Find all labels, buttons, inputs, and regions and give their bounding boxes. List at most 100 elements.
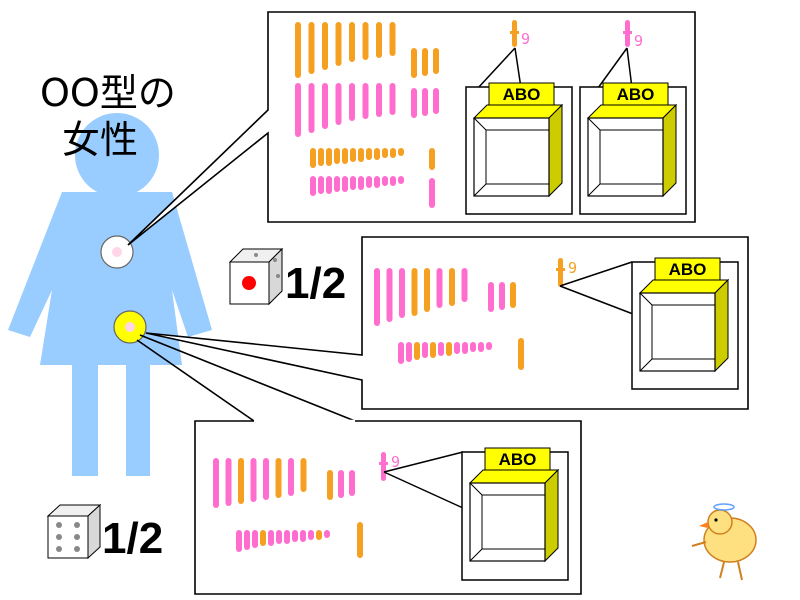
chromosome-bar — [284, 530, 290, 544]
chromosome-bar — [389, 22, 396, 56]
woman-head — [75, 113, 159, 197]
woman-figure — [8, 113, 212, 476]
chromosome-bar — [374, 148, 380, 160]
chromosome-bar — [288, 458, 294, 496]
title-line-1: OO型の — [40, 71, 176, 115]
abo-gene-box: ABO — [586, 82, 678, 198]
chromosome-bar — [430, 342, 436, 358]
karyotype-oocyte — [295, 22, 439, 208]
chromosome-bar — [438, 342, 444, 356]
chromosome-label: 9 — [521, 30, 530, 48]
chromosome-bar — [478, 342, 484, 352]
chromosome-bar — [436, 268, 443, 308]
chromosome-bar — [376, 83, 382, 117]
chromosome-bar — [462, 342, 468, 354]
oocyte-nucleus — [112, 247, 122, 257]
chromosome-bar — [433, 88, 439, 114]
chromosome-bar — [422, 342, 428, 358]
chromosome-bar — [429, 178, 435, 208]
chromosome-bar — [398, 148, 404, 156]
chromosome-bar — [292, 530, 298, 542]
chromosome-bar — [518, 338, 524, 370]
panel-egg-upper — [145, 236, 749, 410]
chromosome-bar — [414, 342, 420, 360]
chromosome-bar — [470, 342, 476, 352]
pointer-lower-b — [136, 339, 255, 422]
chromosome-bar — [398, 176, 404, 184]
chromosome-bar — [499, 282, 505, 310]
abo-gene-label: ABO — [503, 85, 541, 104]
woman-body — [8, 192, 212, 476]
chromosome-bar — [406, 342, 412, 362]
chromosome-bar — [366, 176, 372, 188]
chromosome-bar — [324, 530, 330, 538]
die-with-red-dot-icon — [228, 247, 284, 306]
chromosome-bar — [454, 342, 460, 354]
chromosome-bar — [310, 176, 316, 196]
chromosome-bar — [275, 458, 282, 498]
chromosome-bar — [488, 282, 494, 312]
probability-upper: 1/2 — [285, 259, 346, 308]
chromosome-bar — [358, 148, 364, 162]
chromosome-bar — [424, 268, 430, 312]
chromosome-bar — [334, 148, 340, 164]
chromosome-bar — [411, 48, 417, 78]
chromosome-bar — [382, 176, 388, 186]
chromosome-bar — [358, 176, 364, 190]
chromosome-bar — [374, 268, 380, 326]
chromosome-label: 9 — [391, 453, 400, 471]
chromosome-bar — [326, 176, 332, 194]
abo-gene-label: ABO — [617, 85, 655, 104]
chromosome-bar — [446, 342, 452, 356]
probability-lower: 1/2 — [102, 514, 163, 563]
chromosome-label: 9 — [634, 32, 643, 50]
chromosome-bar — [386, 268, 393, 322]
chromosome-bar — [335, 22, 342, 66]
egg-nucleus — [125, 322, 135, 332]
karyotype-egg-lower — [213, 458, 363, 558]
chromosome-bar — [260, 530, 266, 546]
chromosome-bar — [449, 268, 455, 306]
chromosome-9-egg — [558, 258, 563, 287]
chromosome-bar — [238, 458, 244, 504]
chromosome-bar — [308, 22, 315, 74]
chromosome-bar — [349, 470, 355, 496]
chick-icon — [691, 503, 757, 581]
chromosome-bar — [390, 176, 396, 186]
chromosome-label: 9 — [568, 259, 577, 277]
chromosome-bar — [486, 342, 492, 350]
chromosome-bar — [374, 176, 380, 188]
chromosome-bar — [461, 268, 468, 302]
chromosome-bar — [389, 83, 396, 115]
chromosome-bar — [236, 530, 242, 552]
chromosome-bar — [334, 176, 340, 192]
chromosome-bar — [316, 530, 322, 540]
chromosome-9-egg-alt — [381, 452, 386, 481]
abo-gene-box: ABO — [472, 82, 564, 198]
chromosome-bar — [411, 268, 418, 316]
chromosome-bar — [422, 48, 428, 76]
chromosome-bar — [244, 530, 250, 550]
chromosome-bar — [349, 22, 355, 62]
abo-gene-box: ABO — [468, 447, 560, 563]
chromosome-bar — [422, 88, 428, 116]
chromosome-bar — [349, 83, 355, 121]
chromosome-bar — [322, 22, 328, 70]
chromosome-bar — [350, 176, 356, 190]
chromosome-bar — [429, 148, 435, 170]
chromosome-bar — [310, 148, 316, 168]
chromosome-bar — [390, 148, 396, 158]
chromosome-bar — [398, 342, 404, 364]
chromosome-bar — [295, 22, 301, 78]
chromosome-bar — [362, 83, 369, 119]
chromosome-bar — [510, 282, 516, 308]
chromosome-bar — [382, 148, 388, 158]
chromosome-bar — [342, 148, 348, 164]
chromosome-bar — [326, 148, 332, 166]
chromosome-bar — [376, 22, 382, 58]
karyotype-egg-upper — [374, 268, 524, 370]
chromosome-bar — [318, 148, 324, 166]
abo-gene-label: ABO — [669, 260, 707, 279]
chromosome-bar — [357, 522, 363, 558]
